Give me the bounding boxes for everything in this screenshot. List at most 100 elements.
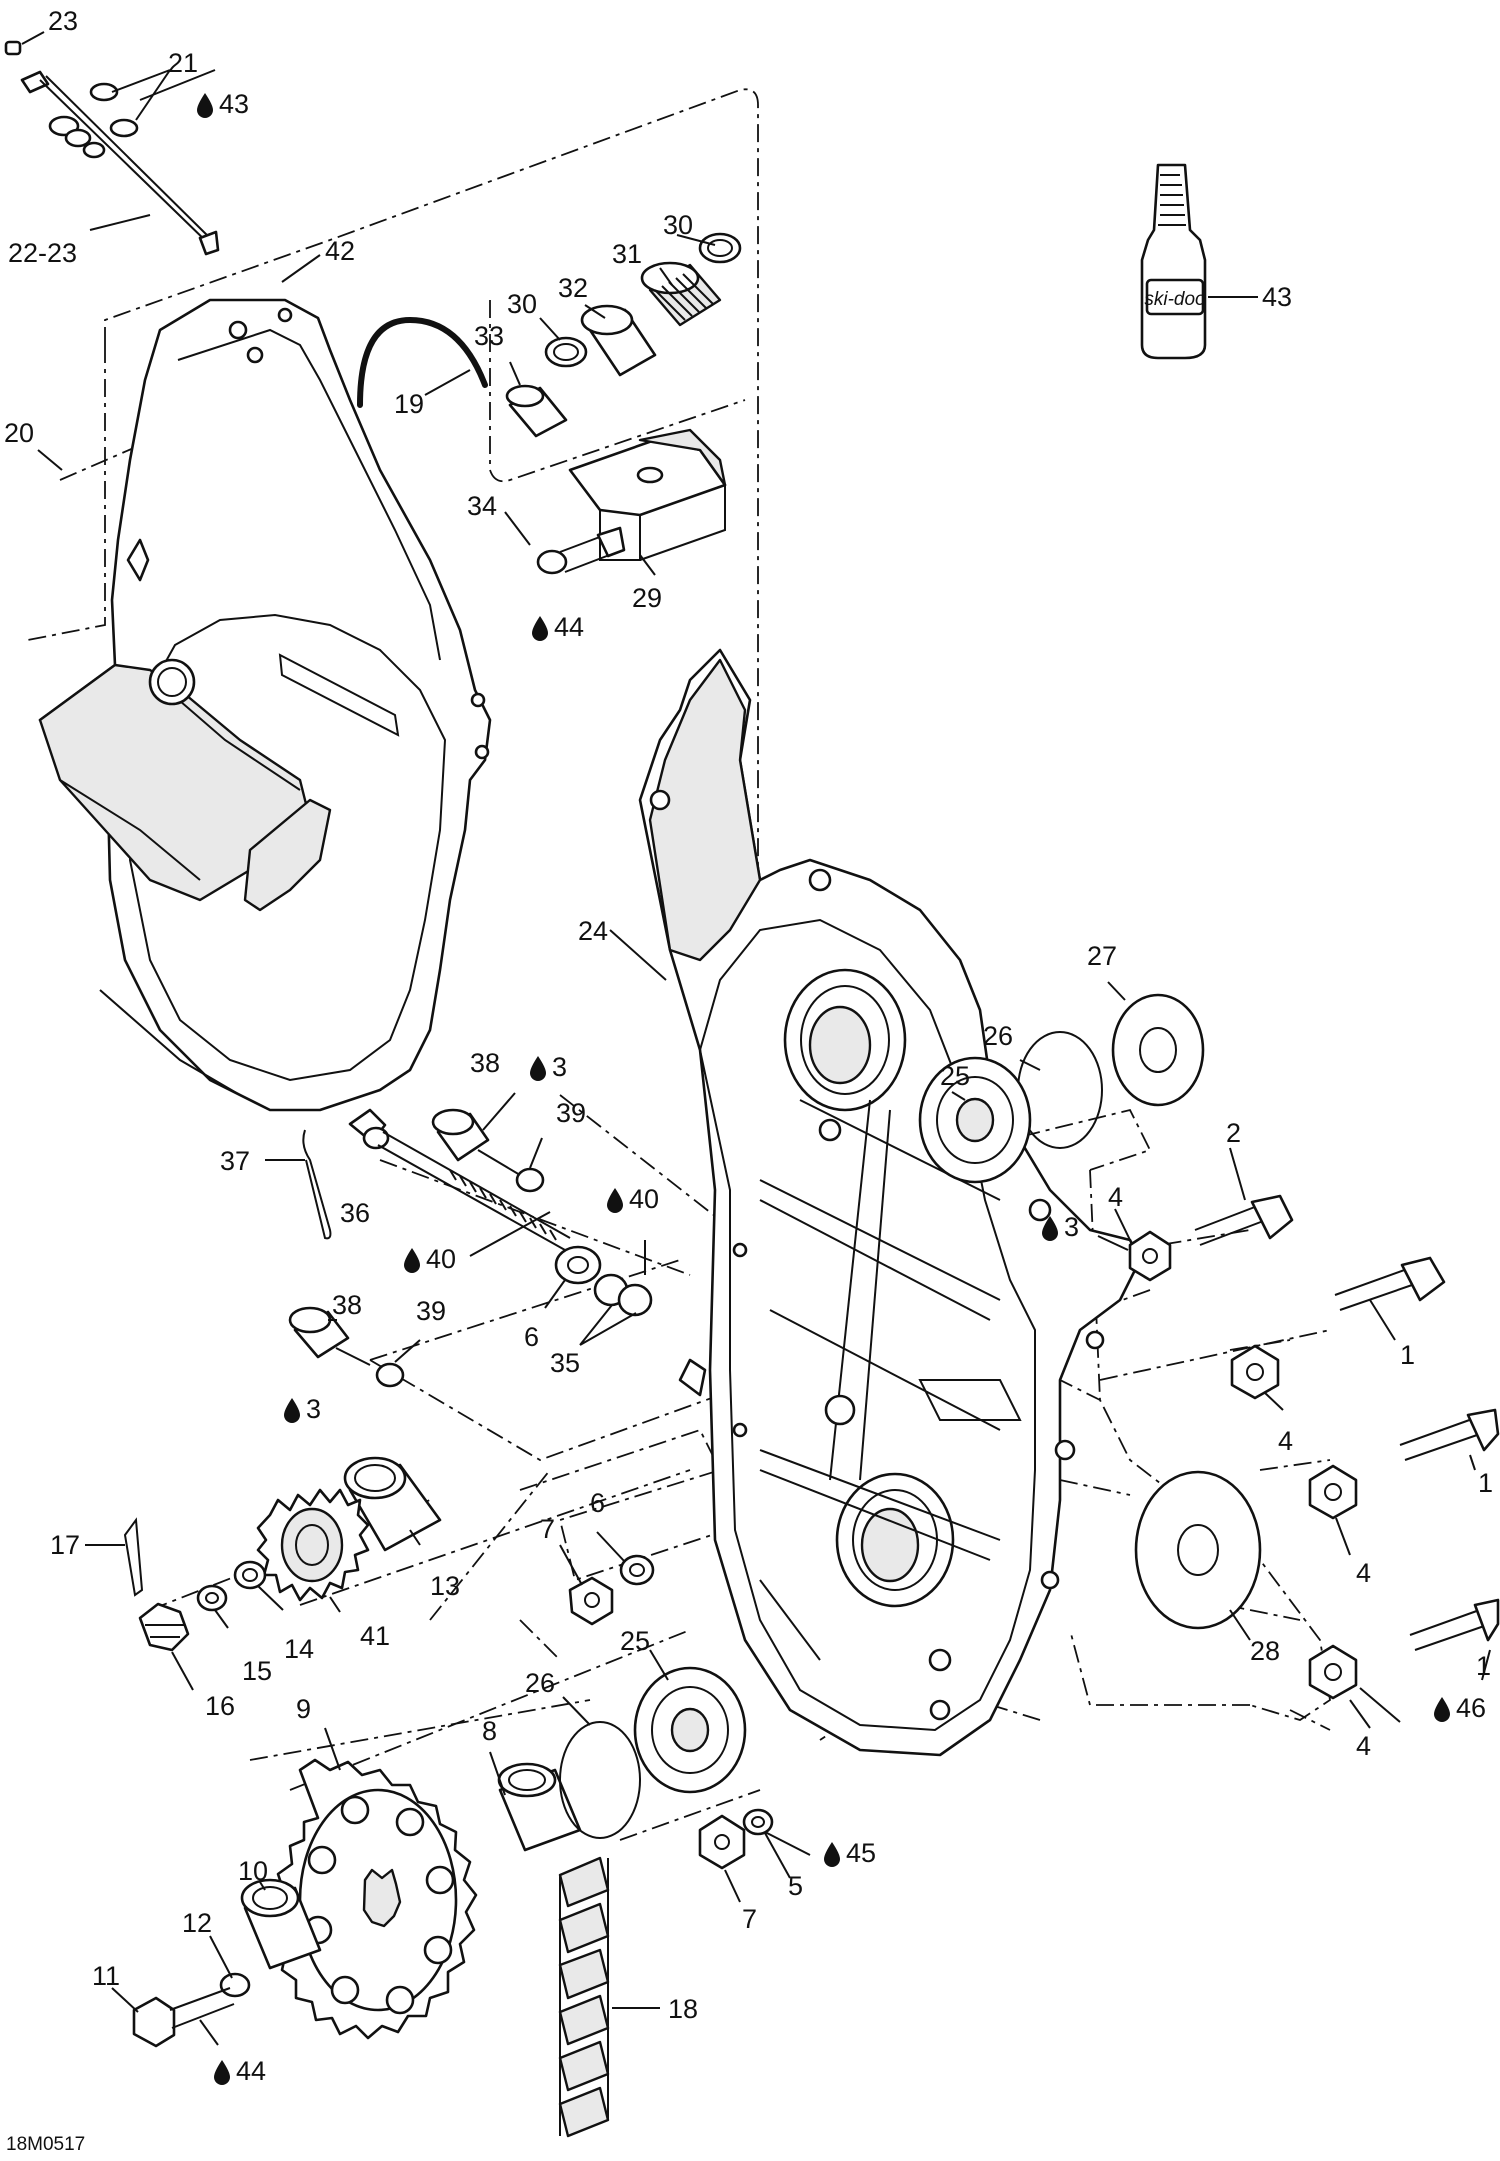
callout: 19 (394, 389, 424, 419)
callout: 13 (430, 1571, 460, 1601)
svg-text:8: 8 (482, 1716, 497, 1746)
callout: 4 (1108, 1182, 1123, 1212)
svg-text:27: 27 (1087, 941, 1117, 971)
callout: 42 (325, 236, 355, 266)
callout-lubricant: 3 (530, 1052, 567, 1082)
svg-text:14: 14 (284, 1634, 314, 1664)
tensioner-shaft-parts (4, 40, 220, 256)
callout: 21 (168, 48, 198, 78)
callout-lubricant: 44 (214, 2056, 266, 2086)
svg-text:42: 42 (325, 236, 355, 266)
callout-lubricant: 40 (607, 1184, 659, 1214)
svg-text:13: 13 (430, 1571, 460, 1601)
callout-lubricant: 44 (532, 612, 584, 642)
svg-text:4: 4 (1356, 1558, 1371, 1588)
callout: 31 (612, 239, 642, 269)
callout-lubricant: 3 (284, 1394, 321, 1424)
callout: 12 (182, 1908, 212, 1938)
callout: 25 (620, 1626, 650, 1656)
callout: 38 (332, 1290, 362, 1320)
callout: 37 (220, 1146, 250, 1176)
callout-lubricant: 40 (404, 1244, 456, 1274)
svg-text:39: 39 (556, 1098, 586, 1128)
svg-text:4: 4 (1278, 1426, 1293, 1456)
svg-text:1: 1 (1478, 1468, 1493, 1498)
callout: 26 (525, 1668, 555, 1698)
callout: 38 (470, 1048, 500, 1078)
svg-text:40: 40 (629, 1184, 659, 1214)
callout-labels: 23 21 43 22-23 42 30 31 32 30 33 19 43 2… (4, 6, 1493, 2086)
callout-lubricant: 45 (824, 1838, 876, 1868)
callout: 7 (540, 1514, 555, 1544)
cap-23 (4, 40, 22, 56)
svg-text:28: 28 (1250, 1636, 1280, 1666)
svg-text:26: 26 (525, 1668, 555, 1698)
svg-text:18: 18 (668, 1994, 698, 2024)
callout: 8 (482, 1716, 497, 1746)
callout: 26 (983, 1021, 1013, 1051)
callout: 18 (668, 1994, 698, 2024)
callout: 25 (940, 1061, 970, 1091)
svg-text:24: 24 (578, 916, 608, 946)
svg-text:11: 11 (92, 1961, 120, 1991)
callout: 11 (92, 1961, 120, 1991)
svg-text:32: 32 (558, 273, 588, 303)
svg-text:7: 7 (540, 1514, 555, 1544)
bottle-label: ski-doo (1144, 289, 1205, 310)
svg-text:44: 44 (554, 612, 584, 642)
svg-text:25: 25 (620, 1626, 650, 1656)
callout: 34 (467, 491, 497, 521)
svg-text:4: 4 (1356, 1731, 1371, 1761)
idler-parts (288, 1108, 653, 1388)
callout: 2 (1226, 1118, 1241, 1148)
svg-text:35: 35 (550, 1348, 580, 1378)
wire-19 (357, 316, 488, 408)
callout: 43 (1262, 282, 1292, 312)
callout: 20 (4, 418, 34, 448)
svg-text:43: 43 (1262, 282, 1292, 312)
callout: 4 (1356, 1731, 1371, 1761)
callout: 22-23 (8, 238, 77, 268)
svg-text:36: 36 (340, 1198, 370, 1228)
callout: 28 (1250, 1636, 1280, 1666)
callout: 4 (1356, 1558, 1371, 1588)
callout: 32 (558, 273, 588, 303)
svg-text:41: 41 (360, 1621, 390, 1651)
callout: 17 (50, 1530, 80, 1560)
callout: 29 (632, 583, 662, 613)
svg-text:38: 38 (470, 1048, 500, 1078)
svg-text:6: 6 (590, 1488, 605, 1518)
callout: 35 (550, 1348, 580, 1378)
svg-text:33: 33 (474, 321, 504, 351)
svg-text:7: 7 (742, 1904, 757, 1934)
svg-text:20: 20 (4, 418, 34, 448)
svg-text:2: 2 (1226, 1118, 1241, 1148)
callout-lubricant: 43 (197, 89, 249, 119)
svg-text:34: 34 (467, 491, 497, 521)
svg-text:10: 10 (238, 1856, 268, 1886)
callout-lubricant: 3 (1042, 1212, 1079, 1242)
callout: 41 (360, 1621, 390, 1651)
svg-text:16: 16 (205, 1691, 235, 1721)
callout: 1 (1478, 1468, 1493, 1498)
drive-chain (558, 1856, 610, 2138)
svg-text:9: 9 (296, 1694, 311, 1724)
loctite-bottle: ski-doo (1140, 163, 1207, 360)
callout-leaders (21, 31, 1491, 2046)
callout: 5 (788, 1871, 803, 1901)
svg-text:46: 46 (1456, 1693, 1486, 1723)
svg-text:6: 6 (524, 1322, 539, 1352)
svg-text:40: 40 (426, 1244, 456, 1274)
callout: 4 (1278, 1426, 1293, 1456)
svg-text:21: 21 (168, 48, 198, 78)
svg-text:37: 37 (220, 1146, 250, 1176)
callout: 30 (507, 289, 537, 319)
svg-text:44: 44 (236, 2056, 266, 2086)
callout: 14 (284, 1634, 314, 1664)
svg-text:12: 12 (182, 1908, 212, 1938)
svg-text:5: 5 (788, 1871, 803, 1901)
svg-text:30: 30 (507, 289, 537, 319)
svg-text:23: 23 (48, 6, 78, 36)
callout: 10 (238, 1856, 268, 1886)
callout: 1 (1400, 1340, 1415, 1370)
